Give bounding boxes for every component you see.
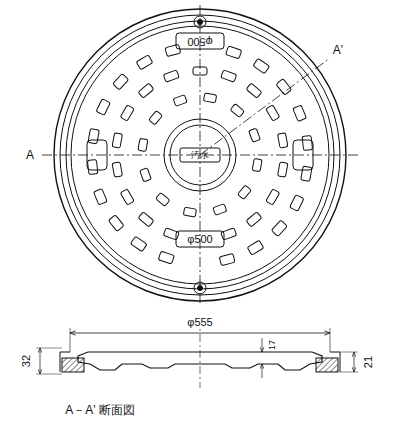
grille-block <box>253 58 270 73</box>
grille-block <box>293 105 307 121</box>
grille-block <box>219 253 235 265</box>
section-mark: A <box>26 149 34 161</box>
grille-block <box>290 195 304 212</box>
grille-block <box>249 128 261 142</box>
grille-block <box>203 93 216 103</box>
grille-block <box>96 99 110 116</box>
grille-block <box>138 83 154 98</box>
grille-block <box>112 162 122 177</box>
grille-block <box>113 74 129 90</box>
section-view <box>36 318 358 388</box>
grille-block <box>266 105 280 121</box>
grille-block <box>301 166 312 181</box>
grille-block <box>163 228 179 240</box>
grille-block <box>238 185 252 199</box>
grille-block <box>130 236 147 251</box>
grille-block <box>136 55 153 70</box>
grille-block <box>246 83 262 98</box>
section-caption: A－A' 断面図 <box>65 404 135 416</box>
center-lines <box>42 5 360 305</box>
grille-block <box>88 129 99 144</box>
grille-block <box>165 44 181 56</box>
dimension-text: 21 <box>363 356 374 368</box>
grille-block <box>140 168 152 182</box>
size-marking: φ500 <box>187 234 213 245</box>
dimension-text: 32 <box>21 355 32 367</box>
grille-block <box>173 95 187 107</box>
grille-block <box>163 70 179 82</box>
grille-block <box>94 189 108 205</box>
grille-block <box>230 104 244 118</box>
grille-block <box>278 162 288 177</box>
dimension-text: 17 <box>268 340 277 350</box>
grille-block <box>271 220 287 236</box>
dimension-text: φ555 <box>186 317 214 328</box>
grille-block <box>138 212 154 227</box>
grille-block <box>108 215 124 232</box>
section-mark: A' <box>333 44 343 56</box>
grille-block <box>278 133 288 148</box>
grille-block <box>247 240 264 255</box>
grille-block <box>156 193 170 207</box>
grille-block <box>221 70 237 82</box>
plaque-text: 汚水 <box>191 151 209 160</box>
grille-block <box>213 204 227 216</box>
grille-block <box>138 138 148 151</box>
grille-block <box>87 160 97 175</box>
grille-block <box>158 251 174 264</box>
grille-block <box>302 136 312 151</box>
size-marking: φ500 <box>187 36 213 47</box>
grille-block <box>120 189 134 205</box>
grille-block <box>226 46 242 59</box>
grille-block <box>221 228 237 240</box>
grille-block <box>183 207 196 217</box>
grille-block <box>266 189 280 205</box>
grille-block <box>120 105 134 121</box>
grille-block <box>246 212 262 227</box>
grille-block <box>252 158 262 171</box>
grille-block <box>149 111 163 125</box>
grille-block <box>112 133 122 148</box>
